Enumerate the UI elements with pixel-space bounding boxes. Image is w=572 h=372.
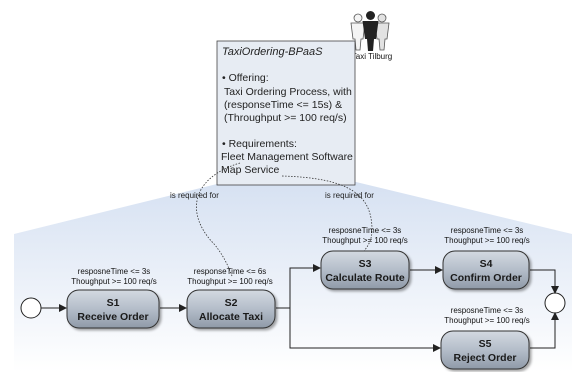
- note-offering-line: (Throughput >= 100 req/s): [224, 112, 347, 124]
- note-offering-line: Taxi Ordering Process, with: [224, 86, 352, 98]
- state-s5[interactable]: S5 Reject Order: [440, 330, 530, 370]
- state-s3-id: S3: [359, 258, 372, 270]
- relation-label-right: is required for: [325, 191, 374, 200]
- state-s1-name: Receive Order: [77, 311, 148, 323]
- relation-line-map: [281, 175, 373, 252]
- state-s4-metric-response: resposneTime <= 3s: [451, 226, 524, 235]
- state-s2-metric-response: responseTime <= 6s: [194, 267, 267, 276]
- state-s1-metric-throughput: Thoughput >= 100 req/s: [71, 277, 156, 286]
- transition-s2-s5: [289, 308, 441, 352]
- start-node: [20, 297, 42, 319]
- transition-s2-s3: [276, 264, 321, 309]
- state-s5-name: Reject Order: [453, 352, 516, 364]
- note-requirement-line: Map Service: [221, 164, 280, 176]
- state-s3-metric-response: resposneTime <= 3s: [329, 226, 402, 235]
- state-s1-metric-response: resposneTime <= 3s: [78, 267, 151, 276]
- note-requirement-line: Fleet Management Software: [221, 151, 353, 163]
- end-node: [544, 292, 566, 314]
- state-s1-id: S1: [107, 297, 120, 309]
- state-s1[interactable]: S1 Receive Order: [66, 289, 160, 329]
- people-icon: [350, 11, 390, 51]
- note-box: [216, 40, 356, 186]
- state-s2-metric-throughput: Thoughput >= 100 req/s: [187, 277, 272, 286]
- state-s4[interactable]: S4 Confirm Order: [442, 250, 530, 290]
- state-s4-id: S4: [480, 258, 493, 270]
- state-s2-id: S2: [225, 297, 238, 309]
- state-s5-metric-response: resposneTime <= 3s: [451, 306, 524, 315]
- state-s3-name: Calculate Route: [325, 272, 405, 284]
- state-s4-metric-throughput: Thoughput >= 100 req/s: [444, 236, 529, 245]
- state-s3-metric-throughput: Thoughput >= 100 req/s: [322, 236, 407, 245]
- relation-line-fleet: [196, 162, 241, 277]
- state-s2[interactable]: S2 Allocate Taxi: [186, 289, 276, 329]
- relation-label-left: is required for: [170, 191, 219, 200]
- note-requirements-header: • Requirements:: [222, 138, 297, 150]
- state-s2-name: Allocate Taxi: [199, 311, 263, 323]
- transitions: [41, 264, 559, 352]
- state-s4-name: Confirm Order: [450, 272, 522, 284]
- state-s3[interactable]: S3 Calculate Route: [320, 250, 410, 290]
- note-offering-line: (responseTime <= 15s) &: [224, 99, 342, 111]
- note-title: TaxiOrdering-BPaaS: [222, 46, 323, 58]
- actor-label: Taxi Tilburg: [352, 52, 392, 61]
- state-s5-id: S5: [479, 338, 492, 350]
- transition-s4-end: [530, 269, 559, 294]
- transition-s5-end: [530, 312, 559, 349]
- state-s5-metric-throughput: Thoughput >= 100 req/s: [444, 316, 529, 325]
- note-offering-header: • Offering:: [222, 72, 269, 84]
